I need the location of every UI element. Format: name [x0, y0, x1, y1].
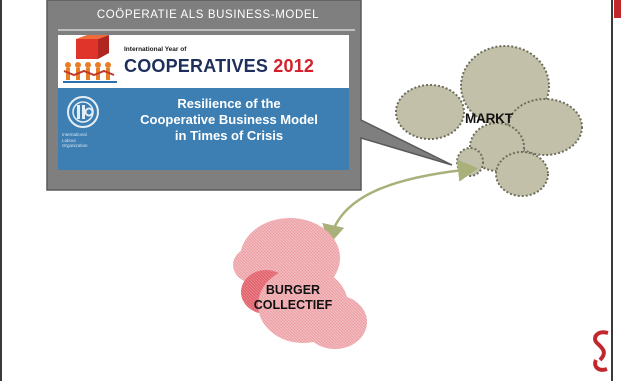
iyc-title: COOPERATIVES 2012 — [124, 56, 314, 77]
markt-cloud — [395, 45, 583, 197]
ilo-caption: International Labour Organization — [62, 132, 88, 148]
markt-bubble — [395, 84, 465, 140]
cooperatives-logo-icon — [63, 35, 117, 83]
banner-subtitle-line: Resilience of the — [177, 96, 281, 111]
slide-red-tab — [614, 0, 621, 18]
banner-bottom: International Labour Organization Resili… — [58, 88, 349, 170]
ilo-logo-icon — [67, 96, 99, 128]
markt-bubble — [456, 147, 484, 177]
iyc-year: 2012 — [273, 56, 315, 76]
markt-bubble — [495, 151, 549, 197]
cooperatives-banner: International Year of COOPERATIVES 2012 … — [58, 35, 349, 170]
burger-collectief-cloud — [233, 218, 367, 349]
connection-arrow — [322, 159, 478, 245]
burger-collectief-label: BURGER COLLECTIEF — [253, 283, 333, 313]
banner-subtitle-line: in Times of Crisis — [174, 128, 284, 143]
callout-title: COÖPERATIE ALS BUSINESS-MODEL — [96, 9, 320, 21]
burger-label-line2: COLLECTIEF — [253, 298, 333, 312]
banner-top: International Year of COOPERATIVES 2012 — [58, 35, 349, 88]
markt-label: MARKT — [465, 111, 513, 126]
slide-right-border — [611, 0, 613, 381]
banner-subtitle-line: Cooperative Business Model — [140, 112, 318, 127]
banner-subtitle: Resilience of the Cooperative Business M… — [124, 96, 334, 144]
markt-bubble — [507, 98, 583, 156]
brand-s-mark-icon — [593, 330, 609, 372]
iyc-small-text: International Year of — [124, 46, 187, 53]
burger-label-line1: BURGER — [265, 283, 321, 297]
burger-bubble — [303, 295, 367, 349]
iyc-title-main: COOPERATIVES — [124, 56, 269, 76]
slide-left-border — [0, 0, 2, 381]
